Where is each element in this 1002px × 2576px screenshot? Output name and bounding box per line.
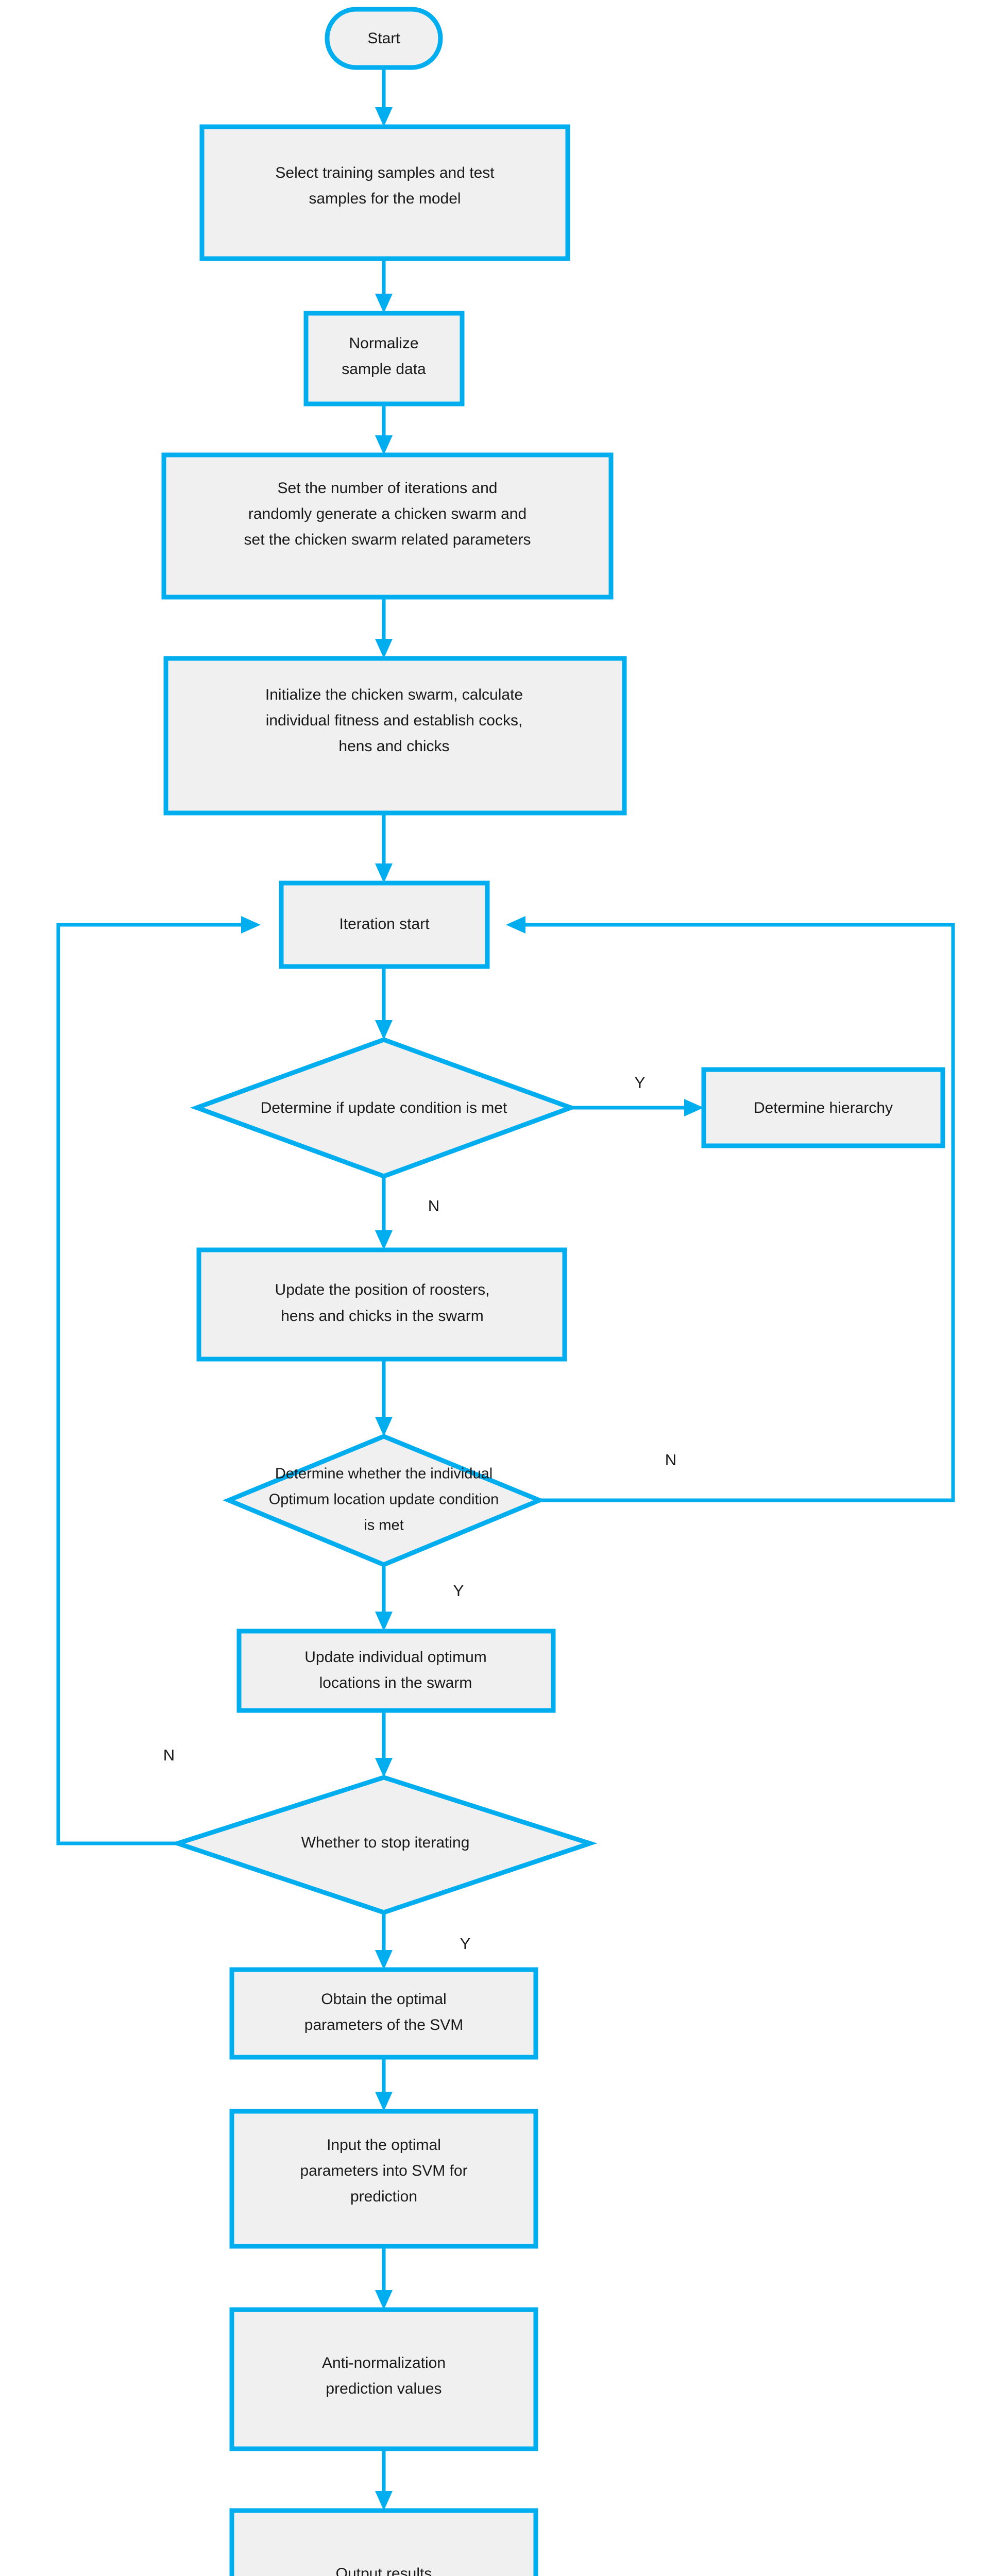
edge-iterstart-to-updcond xyxy=(375,967,393,1040)
node-input-parameters-line1: Input the optimal xyxy=(327,2137,441,2154)
node-normalize-line1: Normalize xyxy=(349,335,418,352)
edge-label-optcond-yes: Y xyxy=(453,1582,464,1600)
node-update-position-line1: Update the position of roosters, xyxy=(275,1281,490,1298)
node-iteration-start[interactable]: Iteration start xyxy=(279,880,490,969)
node-initialize-swarm-line1: Initialize the chicken swarm, calculate xyxy=(265,686,523,703)
node-optimum-location-line1: Determine whether the individual xyxy=(275,1466,492,1482)
node-optimum-location-line2: Optimum location update condition xyxy=(269,1492,499,1508)
edge-init-to-iterstart xyxy=(375,813,393,883)
node-start[interactable]: Start xyxy=(325,7,443,70)
node-optimum-location-line3: is met xyxy=(364,1517,403,1534)
node-select-samples-line2: samples for the model xyxy=(309,190,461,207)
node-input-parameters-line3: prediction xyxy=(350,2188,417,2205)
edge-obtainparams-to-inputparams xyxy=(375,2057,393,2111)
node-anti-normalization-line2: prediction values xyxy=(326,2380,441,2397)
edge-antinorm-to-output xyxy=(375,2449,393,2511)
node-set-parameters-line2: randomly generate a chicken swarm and xyxy=(248,505,527,522)
node-determine-hierarchy[interactable]: Determine hierarchy xyxy=(701,1067,945,1148)
edge-select-to-normalize xyxy=(375,259,393,313)
node-anti-normalization[interactable]: Anti-normalization prediction values xyxy=(229,2307,538,2451)
node-update-optimum-locations-line1: Update individual optimum xyxy=(304,1649,487,1666)
edge-inputparams-to-antinorm xyxy=(375,2246,393,2310)
node-output-results[interactable]: Output results xyxy=(229,2508,538,2576)
edge-start-to-select xyxy=(375,67,393,127)
edge-optcond-no-to-iterstart xyxy=(506,916,955,1502)
edge-stopiter-yes-to-obtainparams xyxy=(375,1912,393,1970)
node-input-parameters-line2: parameters into SVM for xyxy=(300,2162,467,2179)
edge-label-stopiter-no: N xyxy=(163,1746,175,1764)
node-update-condition-decision[interactable]: Determine if update condition is met xyxy=(190,1037,578,1179)
node-output-results-label: Output results xyxy=(336,2565,432,2576)
edge-updpos-to-optcond xyxy=(375,1359,393,1436)
edge-label-updcond-no: N xyxy=(428,1197,439,1215)
node-update-optimum-locations[interactable]: Update individual optimum locations in t… xyxy=(236,1629,556,1713)
edges-layer xyxy=(56,67,955,2511)
node-select-samples[interactable]: Select training samples and test samples… xyxy=(199,124,570,261)
node-initialize-swarm-line2: individual fitness and establish cocks, xyxy=(266,712,523,729)
node-update-condition-label: Determine if update condition is met xyxy=(261,1099,507,1116)
node-obtain-parameters[interactable]: Obtain the optimal parameters of the SVM xyxy=(229,1967,538,2060)
edge-updopt-to-stopiter xyxy=(375,1710,393,1777)
node-update-position-line2: hens and chicks in the swarm xyxy=(281,1308,484,1325)
node-iteration-start-label: Iteration start xyxy=(339,916,430,933)
node-obtain-parameters-line1: Obtain the optimal xyxy=(321,1991,446,2008)
node-update-optimum-locations-line2: locations in the swarm xyxy=(319,1674,472,1691)
node-update-position[interactable]: Update the position of roosters, hens an… xyxy=(196,1247,567,1362)
node-obtain-parameters-line2: parameters of the SVM xyxy=(304,2016,463,2033)
node-initialize-swarm-line3: hens and chicks xyxy=(338,738,449,755)
edge-normalize-to-setparams xyxy=(375,404,393,455)
edge-label-updcond-yes: Y xyxy=(635,1074,646,1092)
node-set-parameters-line1: Set the number of iterations and xyxy=(278,480,498,497)
node-set-parameters-line3: set the chicken swarm related parameters xyxy=(244,531,531,548)
node-stop-iterating-label: Whether to stop iterating xyxy=(301,1834,470,1851)
node-normalize[interactable]: Normalize sample data xyxy=(303,311,465,406)
edge-optcond-yes-to-updopt xyxy=(375,1565,393,1631)
node-normalize-line2: sample data xyxy=(342,361,426,378)
edge-updcond-yes-to-hierarchy xyxy=(571,1099,704,1116)
edge-label-optcond-no: N xyxy=(665,1451,676,1469)
edge-label-stopiter-yes: Y xyxy=(460,1935,471,1953)
node-set-parameters[interactable]: Set the number of iterations and randoml… xyxy=(161,452,614,600)
node-start-label: Start xyxy=(367,30,400,47)
node-select-samples-line1: Select training samples and test xyxy=(275,164,495,181)
edge-stopiter-no-to-iterstart xyxy=(56,916,261,1845)
node-anti-normalization-line1: Anti-normalization xyxy=(322,2354,446,2371)
edge-updcond-no-to-updpos xyxy=(375,1176,393,1250)
node-stop-iterating-decision[interactable]: Whether to stop iterating xyxy=(170,1775,598,1915)
node-determine-hierarchy-label: Determine hierarchy xyxy=(754,1099,893,1116)
edge-labels-layer: Y N N Y N Y xyxy=(163,1074,676,1953)
node-initialize-swarm[interactable]: Initialize the chicken swarm, calculate … xyxy=(163,656,627,816)
node-optimum-location-decision[interactable]: Determine whether the individual Optimum… xyxy=(223,1434,546,1567)
edge-setparams-to-init xyxy=(375,597,393,658)
node-input-parameters[interactable]: Input the optimal parameters into SVM fo… xyxy=(229,2109,538,2249)
